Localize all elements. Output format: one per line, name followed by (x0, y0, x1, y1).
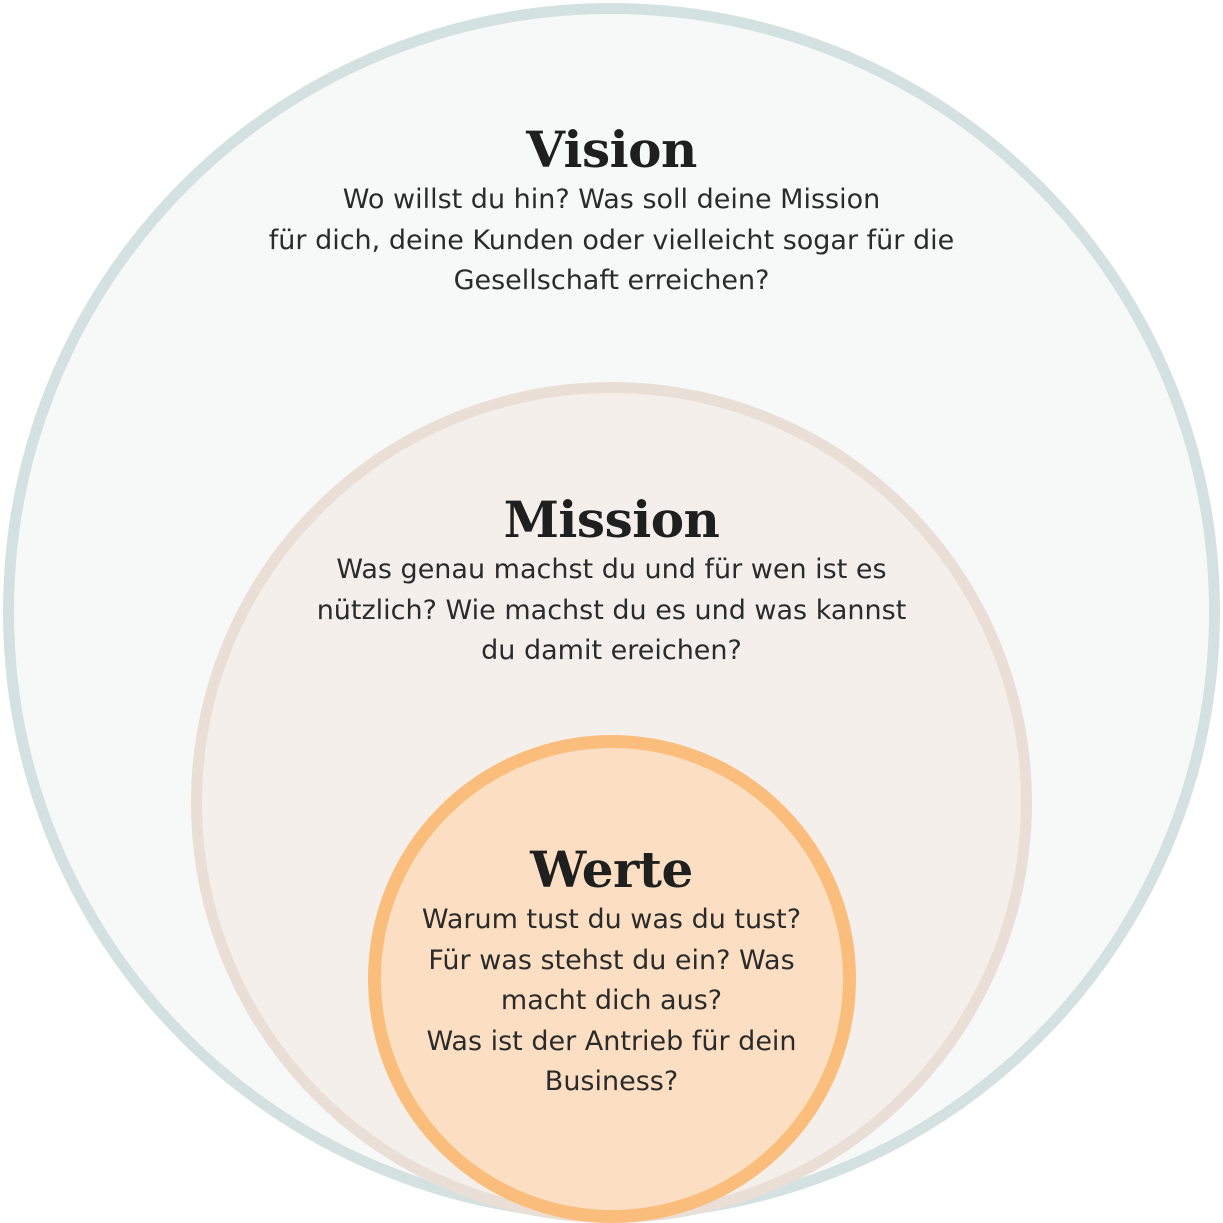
vision-text-line-3: Gesellschaft erreichen? (453, 265, 770, 296)
mission-block: Mission Was genau machst du und für wen … (260, 490, 963, 672)
werte-text-line-2: Für was stehst du ein? Was (428, 944, 795, 976)
werte-block: Werte Warum tust du was du tust? Für was… (380, 840, 843, 1103)
vision-text-line-1: Wo willst du hin? Was soll deine Mission (342, 184, 881, 215)
mission-text-line-3: du damit ereichen? (481, 635, 742, 666)
werte-text-line-4: Was ist der Antrieb für dein (426, 1025, 797, 1057)
vision-block: Vision Wo willst du hin? Was soll deine … (200, 120, 1023, 302)
mission-text-line-2: nützlich? Wie machst du es und was kanns… (316, 594, 907, 626)
vision-title: Vision (526, 120, 697, 179)
werte-text-line-3: macht dich aus? (500, 985, 723, 1016)
mission-text-line-1: Was genau machst du und für wen ist es (336, 554, 887, 585)
werte-text-line-1: Warum tust du was du tust? (421, 904, 802, 935)
werte-title: Werte (530, 840, 693, 899)
werte-text-line-5: Business? (544, 1066, 679, 1097)
mission-title: Mission (503, 490, 720, 549)
vision-text-line-2: für dich, deine Kunden oder vielleicht s… (268, 224, 955, 256)
